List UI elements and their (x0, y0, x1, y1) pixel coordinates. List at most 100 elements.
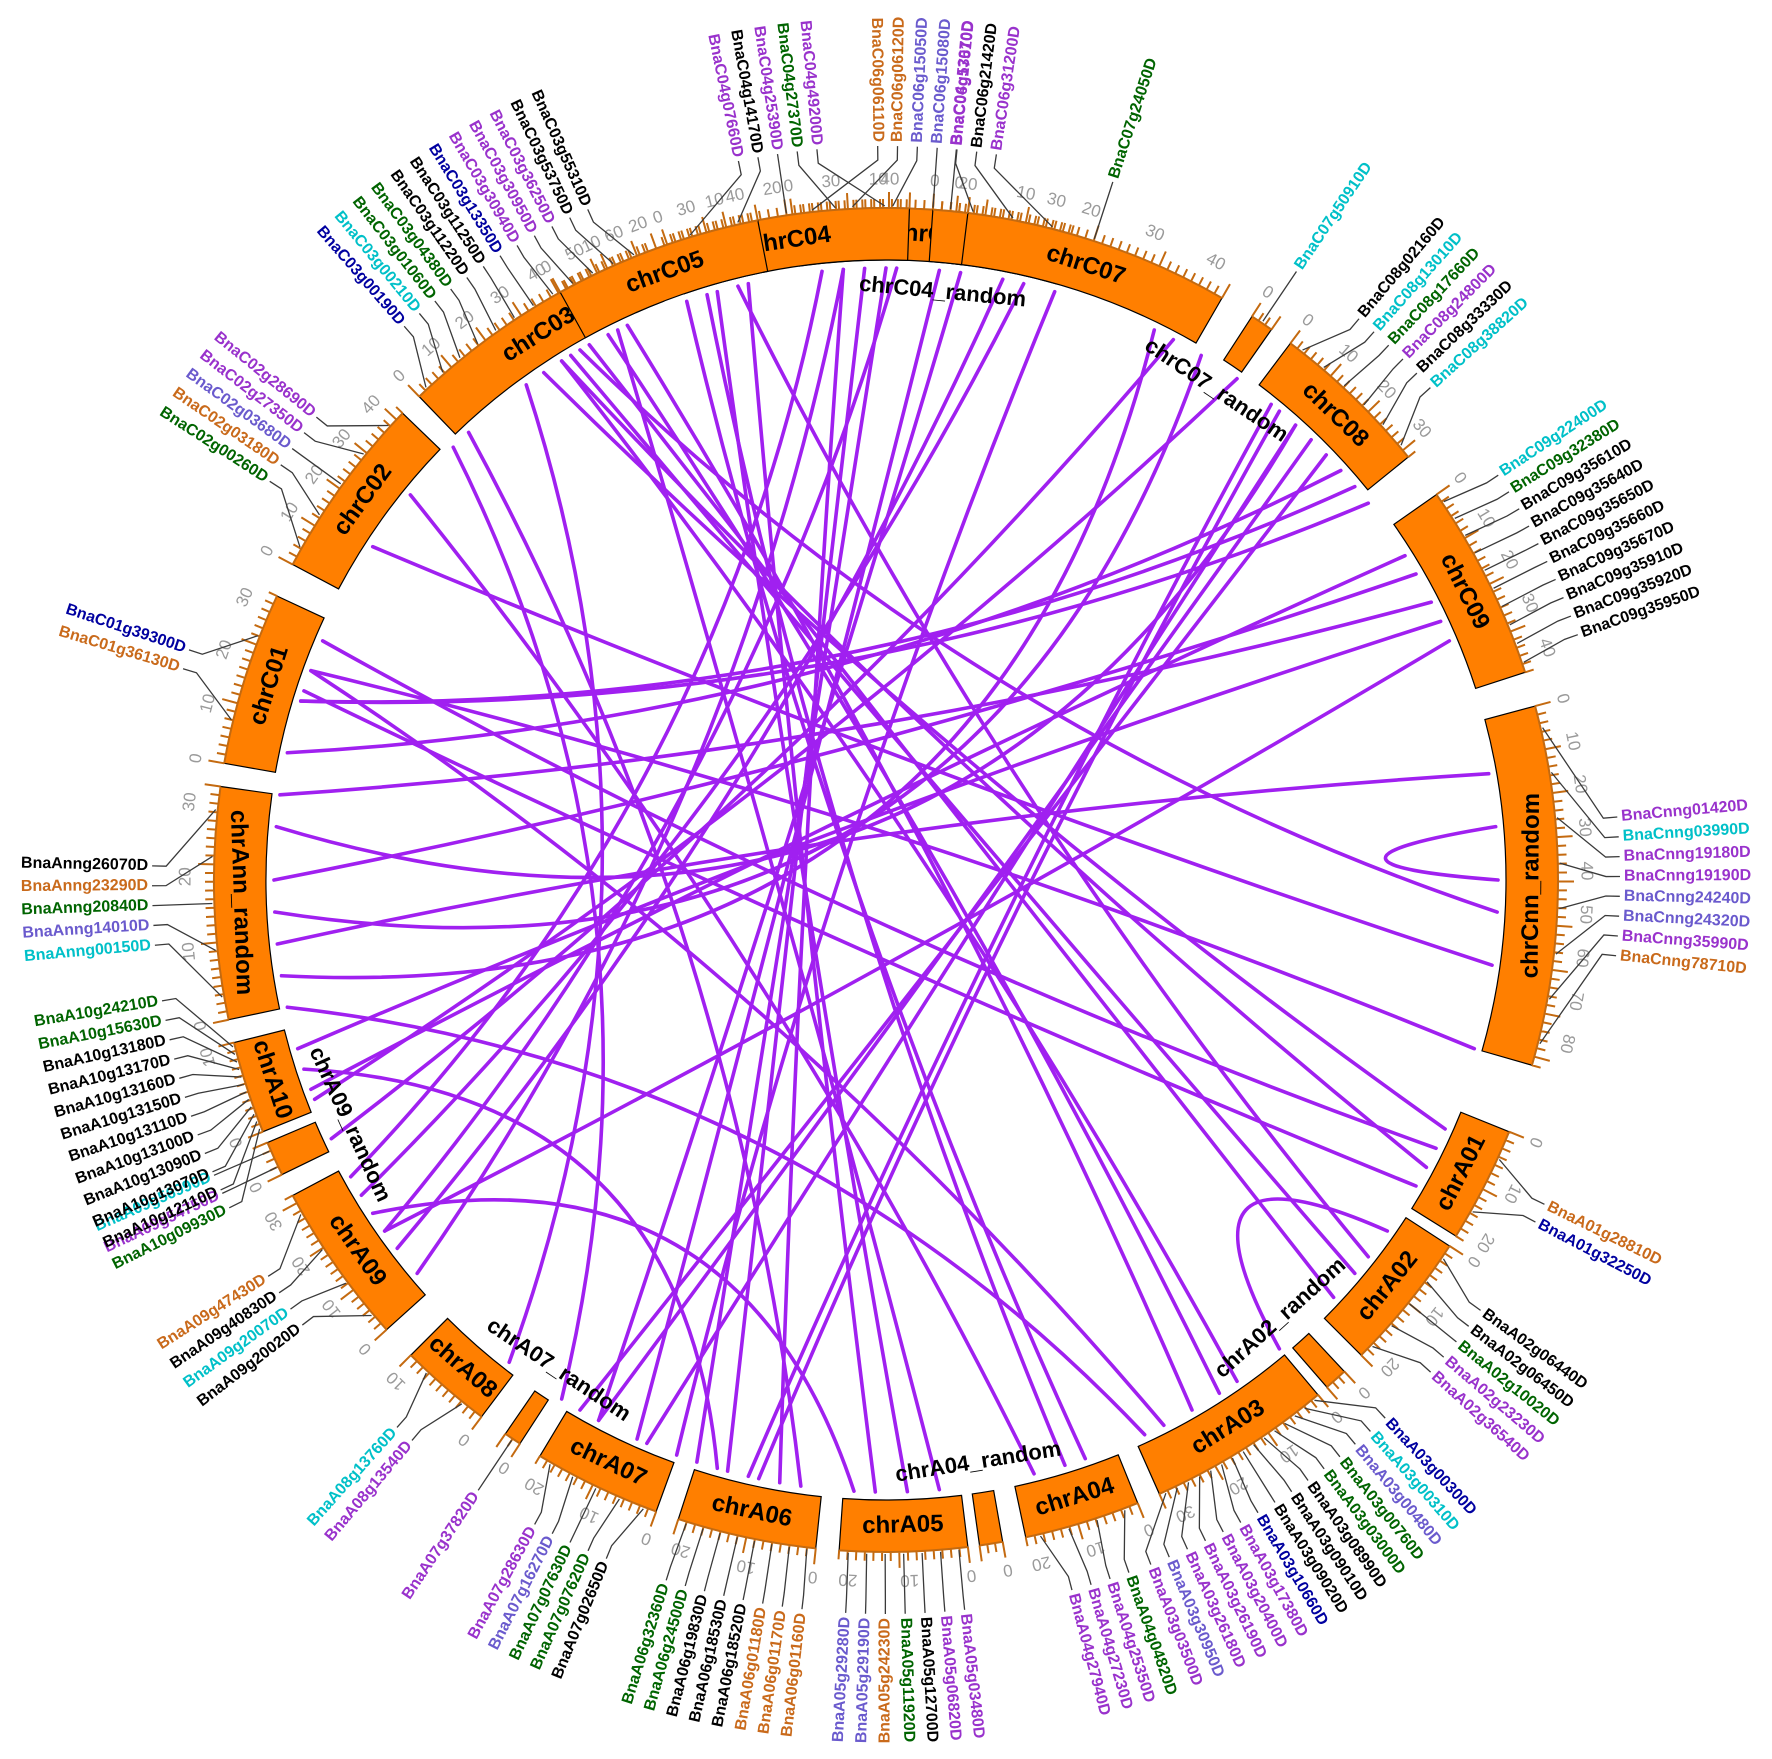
gene-connector (892, 146, 919, 207)
tick-label: 30 (487, 282, 513, 308)
gene-label: BnaAnng20840D (21, 897, 149, 918)
gene-connector (723, 1537, 738, 1596)
gene-connector (1548, 934, 1618, 1000)
gene-connector (1559, 895, 1620, 910)
gene-label: BnaAnng26070D (21, 855, 148, 874)
gene-connector (278, 1249, 323, 1294)
gene-connector (1323, 331, 1375, 369)
gene-connector (816, 149, 886, 207)
tick-label: 50 (1576, 905, 1596, 925)
tick-label: 10 (196, 692, 219, 715)
gene-connector (1210, 1470, 1224, 1533)
gene-connector (267, 1214, 302, 1277)
gene-label: BnaCnng24240D (1624, 888, 1752, 908)
tick-label: 0 (1553, 692, 1574, 706)
tick-label: 20 (761, 177, 783, 199)
gene-connector (939, 1551, 946, 1612)
gene-label: BnaA05g29280D (830, 1616, 854, 1742)
gene-connector (949, 149, 957, 210)
gene-connector (1426, 1281, 1470, 1327)
gene-connector (1454, 491, 1510, 519)
gene-connector (1242, 1451, 1276, 1503)
gene-connector (605, 1508, 644, 1559)
tick-label: 70 (1565, 990, 1587, 1012)
tick-label: 20 (1030, 1552, 1053, 1575)
gene-connector (466, 277, 497, 331)
tick-label: 0 (1354, 1383, 1374, 1403)
tick-label: 40 (724, 184, 747, 207)
gene-connector (1472, 1211, 1536, 1223)
gene-connector (174, 1055, 240, 1071)
tick-label: 0 (1525, 1135, 1546, 1151)
gene-connector (152, 855, 213, 887)
gene-connector (796, 151, 836, 209)
gene-connector (182, 668, 232, 721)
gene-connector (291, 448, 342, 485)
tick-label: 0 (1001, 1560, 1014, 1580)
gene-connector (418, 313, 444, 373)
link-8 (329, 337, 1176, 1141)
link-34 (568, 353, 1357, 1276)
gene-connector (154, 943, 223, 998)
gene-connector (1539, 953, 1617, 1045)
tick-marks-chrC07_random (1251, 302, 1282, 331)
gene-connector (1484, 543, 1539, 571)
gene-connector (1542, 727, 1618, 819)
link-6 (359, 281, 1026, 1197)
gene-label: BnaCnng24320D (1623, 908, 1751, 931)
tick-label: 40 (358, 391, 385, 418)
gene-label: BnaA05g12700D (917, 1616, 941, 1742)
gene-connector (569, 1488, 597, 1543)
link-53 (382, 266, 899, 1233)
gene-connector (1559, 862, 1620, 878)
gene-connector (165, 1017, 236, 1055)
gene-connector (169, 1036, 238, 1063)
gene-connector (190, 1091, 247, 1117)
gene-connector (665, 1523, 687, 1581)
gene-connector (411, 1403, 463, 1441)
tick-label: 80 (1556, 1032, 1579, 1055)
collinearity-links (272, 266, 1500, 1494)
tick-label: 30 (232, 585, 257, 610)
gene-connector (221, 1166, 277, 1194)
link-50 (451, 445, 606, 1401)
gene-connector (1501, 578, 1556, 607)
gene-connector (811, 146, 879, 211)
gene-connector (450, 288, 479, 345)
gene-connector (1474, 525, 1530, 554)
gene-connector (1263, 1437, 1309, 1481)
link-44 (615, 328, 942, 1492)
link-19 (272, 572, 1418, 882)
link-32 (1235, 1197, 1390, 1351)
gene-connector (921, 1552, 926, 1613)
tick-label: 40 (1535, 636, 1559, 660)
chromosome-band-chrA07_random (504, 1390, 550, 1445)
gene-label: BnaC07g50910D (1291, 159, 1375, 272)
gene-connector (315, 416, 389, 427)
gene-connector (1442, 1258, 1481, 1311)
gene-connector (902, 1553, 906, 1614)
tick-label: 0 (807, 1567, 818, 1587)
tick-marks-chrC07 (955, 195, 1231, 299)
tick-label: 20 (1473, 1230, 1499, 1256)
gene-connector (1382, 372, 1418, 425)
gene-connector (434, 300, 461, 358)
gene-connector (1304, 1407, 1371, 1432)
tick-marks-chrA06 (672, 1518, 817, 1565)
tick-label: 30 (1143, 220, 1168, 245)
tick-marks-chrC05 (551, 204, 759, 294)
tick-label: 20 (669, 1538, 693, 1562)
gene-connector (1343, 344, 1390, 387)
gene-label: BnaCnng19190D (1624, 867, 1751, 885)
gene-connector (280, 464, 321, 516)
link-33 (736, 284, 1371, 1259)
gene-connector (958, 1549, 966, 1610)
gene-label: BnaA05g24230D (876, 1618, 893, 1743)
tick-label: 0 (355, 1339, 375, 1359)
tick-label: 20 (1373, 376, 1400, 403)
gene-connector (1181, 1482, 1190, 1550)
chromosome-label: chrAnn_random (225, 809, 258, 995)
